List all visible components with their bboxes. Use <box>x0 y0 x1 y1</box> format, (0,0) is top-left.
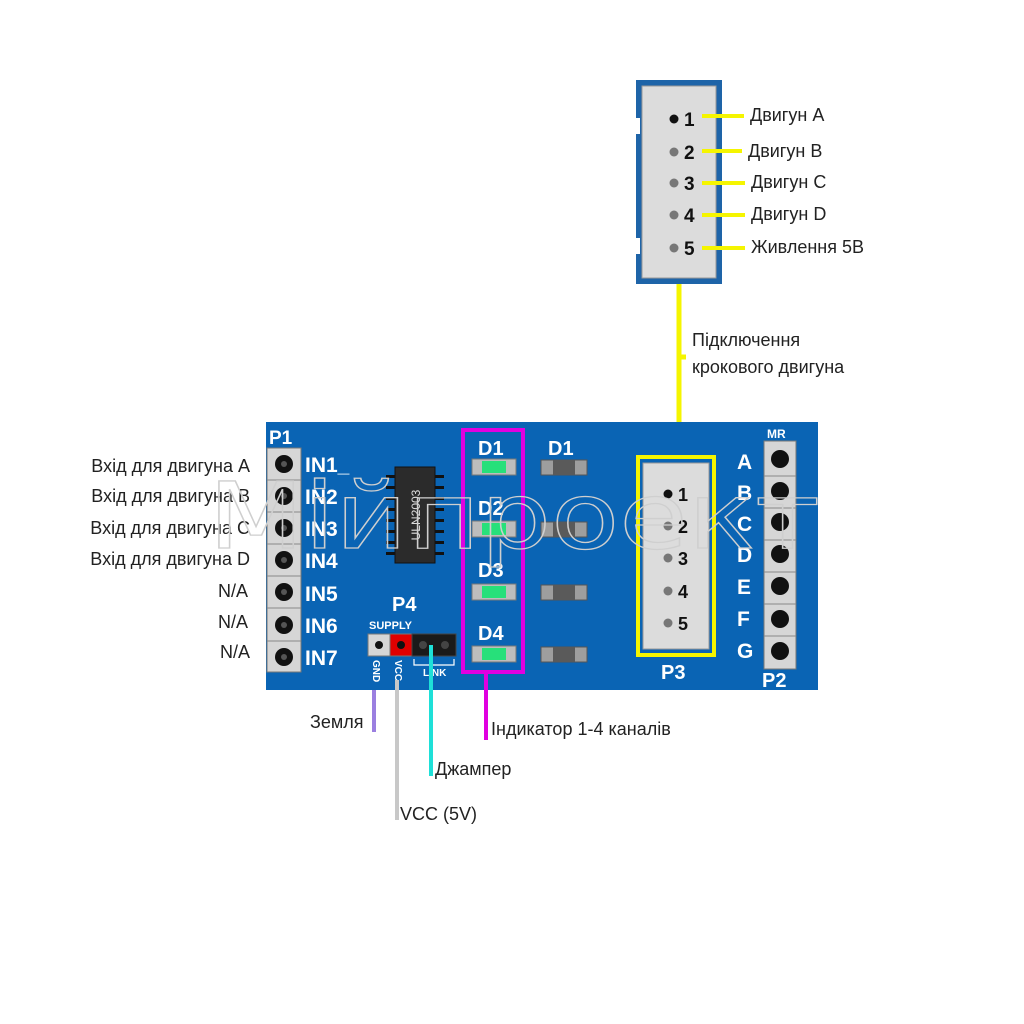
label-motor-d: Двигун D <box>751 204 826 224</box>
p2-letter-c: C <box>737 513 752 536</box>
label-motor-connection-line1: Підключення <box>692 330 800 350</box>
label-in6: IN6 <box>305 615 338 638</box>
resistors <box>540 459 588 663</box>
leds <box>471 458 517 663</box>
p4-header <box>367 633 457 657</box>
desc-in5-na: N/A <box>218 581 248 601</box>
p3-connector <box>642 462 710 650</box>
label-d4: D4 <box>478 623 504 645</box>
link-label: LINK <box>423 668 447 679</box>
p3-label: P3 <box>661 662 685 684</box>
p3-highlight-box <box>636 455 716 657</box>
p2-letter-d: D <box>737 544 752 567</box>
label-motor-a: Двигун A <box>750 105 824 125</box>
top-pin-3-number: 3 <box>684 174 695 195</box>
top-pin-5-number: 5 <box>684 239 695 260</box>
top-connector-notch-bottom <box>634 238 640 254</box>
p3-pin-3: 3 <box>678 549 688 569</box>
label-motor-c: Двигун C <box>751 172 826 192</box>
p3-pin-2: 2 <box>678 517 688 537</box>
label-motor-connection-line2: крокового двигуна <box>692 357 845 377</box>
label-d3: D3 <box>478 560 504 582</box>
top-connector-notch-top <box>634 118 640 134</box>
p2-letter-f: F <box>737 608 750 631</box>
label-d1: D1 <box>478 438 504 460</box>
p4-label: P4 <box>392 594 417 616</box>
desc-in6-na: N/A <box>218 612 248 632</box>
led-d1 <box>471 458 517 476</box>
top-pin-2: 2 <box>669 143 695 164</box>
p3-pin-5: 5 <box>678 614 688 634</box>
watermark: Мійпроект <box>208 463 820 570</box>
p2-letter-b: B <box>737 482 752 505</box>
label-resistor-d1: D1 <box>548 438 574 460</box>
top-pin-4: 4 <box>669 206 695 227</box>
p3-pin-4: 4 <box>678 582 688 602</box>
vcc-label: VCC <box>392 660 403 681</box>
led-labels: D1 D2 D3 D4 <box>478 438 504 645</box>
label-indicator: Індикатор 1-4 каналів <box>491 719 671 739</box>
top-pin-leaders <box>702 114 745 250</box>
label-in5: IN5 <box>305 583 338 606</box>
desc-input-d: Вхід для двигуна D <box>90 549 250 569</box>
supply-label: SUPPLY <box>369 620 413 632</box>
mr-label: MR <box>767 427 786 441</box>
label-in2: IN2 <box>305 486 338 509</box>
label-d2: D2 <box>478 498 504 520</box>
uln2003-chip: ULN2003 <box>386 466 444 564</box>
p3-pins: 1 2 3 4 5 <box>663 485 688 634</box>
p1-pins <box>275 455 293 666</box>
label-jumper: Джампер <box>435 759 511 779</box>
input-pin-labels: IN1_ IN2 IN3 IN4 IN5 IN6 IN7 <box>305 454 350 670</box>
p2-letters: A B C D E F G <box>737 451 753 663</box>
top-pin-3: 3 <box>669 174 695 195</box>
link-bracket <box>413 659 455 666</box>
label-in1: IN1_ <box>305 454 350 477</box>
desc-input-c: Вхід для двигуна C <box>90 518 250 538</box>
led-highlight-box <box>461 428 525 674</box>
p2-header <box>763 440 797 670</box>
label-in4: IN4 <box>305 550 338 573</box>
top-pin-2-number: 2 <box>684 143 695 164</box>
top-pin-1-number: 1 <box>684 110 695 131</box>
label-vcc: VCC (5V) <box>400 804 477 824</box>
desc-input-a: Вхід для двигуна A <box>91 456 250 476</box>
p2-letter-a: A <box>737 451 752 474</box>
led-d4 <box>471 645 517 663</box>
led-d3 <box>471 583 517 601</box>
chip-label: ULN2003 <box>409 489 423 540</box>
top-pin-4-number: 4 <box>684 206 695 227</box>
label-ground: Земля <box>310 712 364 732</box>
p2-letter-e: E <box>737 576 751 599</box>
gnd-label: GND <box>370 660 381 682</box>
desc-in7-na: N/A <box>220 642 250 662</box>
p3-pin-1: 1 <box>678 485 688 505</box>
label-motor-b: Двигун B <box>748 141 822 161</box>
label-power-5v: Живлення 5В <box>751 237 864 257</box>
input-descriptions: Вхід для двигуна A Вхід для двигуна B Вх… <box>90 456 250 662</box>
top-pin-1: 1 <box>669 110 695 131</box>
p1-header <box>266 447 302 673</box>
jumper-link <box>411 633 457 657</box>
top-pin-5: 5 <box>669 239 695 260</box>
led-d2 <box>471 520 517 538</box>
top-pin-labels: Двигун A Двигун B Двигун C Двигун D Живл… <box>748 105 864 257</box>
label-in3: IN3 <box>305 518 338 541</box>
p1-label: P1 <box>269 428 293 449</box>
p2-label: P2 <box>762 670 786 692</box>
p2-letter-g: G <box>737 640 753 663</box>
label-in7: IN7 <box>305 647 338 670</box>
desc-input-b: Вхід для двигуна B <box>91 486 250 506</box>
